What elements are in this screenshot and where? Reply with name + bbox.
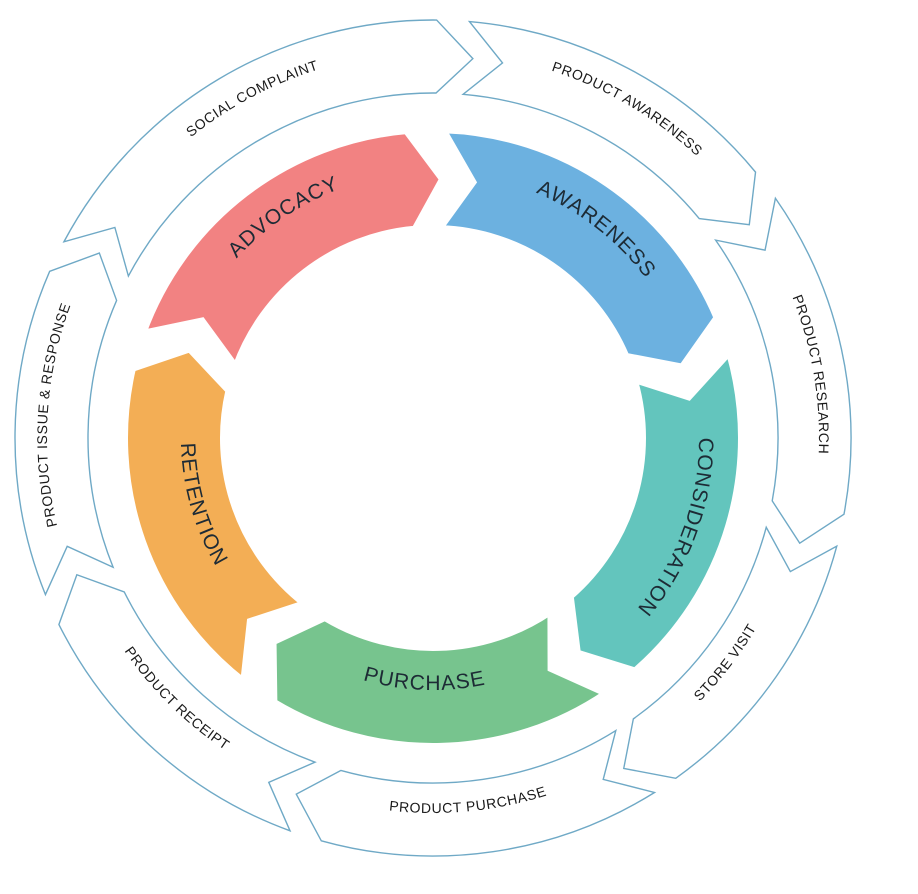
touchpoint-arrow-store-visit (622, 525, 838, 780)
outer-touchpoint-ring (14, 19, 852, 857)
stage-arrow-purchase (270, 606, 612, 749)
touchpoint-arrow-product-research (714, 196, 852, 545)
touchpoint-arrow-product-issue-response (14, 252, 118, 597)
stage-arrow-retention (122, 345, 310, 687)
stage-arrow-consideration (567, 347, 744, 674)
touchpoint-arrow-product-receipt (58, 573, 317, 833)
inner-stage-ring (122, 127, 744, 749)
stage-arrow-awareness (434, 127, 720, 370)
touchpoint-arrow-product-awareness (461, 20, 757, 226)
touchpoint-arrow-social-complaint (62, 19, 474, 278)
touchpoint-arrow-product-purchase (295, 729, 657, 857)
stage-arrow-advocacy (138, 128, 446, 373)
